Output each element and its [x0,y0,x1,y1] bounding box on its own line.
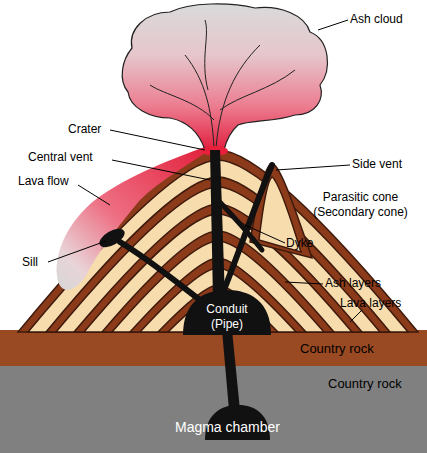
part-label: Crater [68,122,118,137]
magma-chamber: Magma chamber [150,400,305,444]
part-label: Ash cloud [350,12,425,27]
central-pipe [210,150,225,300]
leader-line [318,20,348,30]
part-label: Side vent [352,157,422,172]
leader-line [112,160,210,180]
lava-flow [57,147,208,290]
leader-lines [48,20,362,322]
leader-line [78,185,110,205]
part-label: Central vent [28,150,113,165]
part-label: Parasitic cone (Secondary cone) [303,190,418,220]
ash-cloud [122,4,327,150]
node-text: Country rock [328,376,423,391]
conduit-shape: Conduit (Pipe) [183,290,271,335]
conduit-shape-fill [183,290,271,335]
node-text: Conduit (Pipe) [197,302,257,332]
part-label: Sill [22,255,52,270]
sill-feeder [120,242,200,300]
dyke-branch [218,200,262,250]
part-label: Dyke [286,236,326,251]
cloud-streaks [150,20,295,148]
node-text: Country rock [300,341,410,356]
part-label: Lava flow [18,174,78,189]
leader-line [350,310,362,322]
cloud-streak [220,70,295,110]
leader-line [276,165,350,170]
leader-line [110,130,205,150]
country-rock-band: Country rock [0,330,427,366]
country-rock-band: Country rockMagma chamber [0,366,427,453]
cloud-streak [185,55,214,148]
cloud-streak [150,85,214,120]
leader-line [285,282,323,284]
cloud-streak [216,45,260,148]
part-label: Lava layers [340,296,420,311]
part-label: Ash layers [325,276,395,291]
sill [96,225,127,251]
node-text: Magma chamber [150,420,305,435]
leader-line [245,225,285,243]
leader-line [48,241,106,262]
cloud-streak [205,20,208,90]
